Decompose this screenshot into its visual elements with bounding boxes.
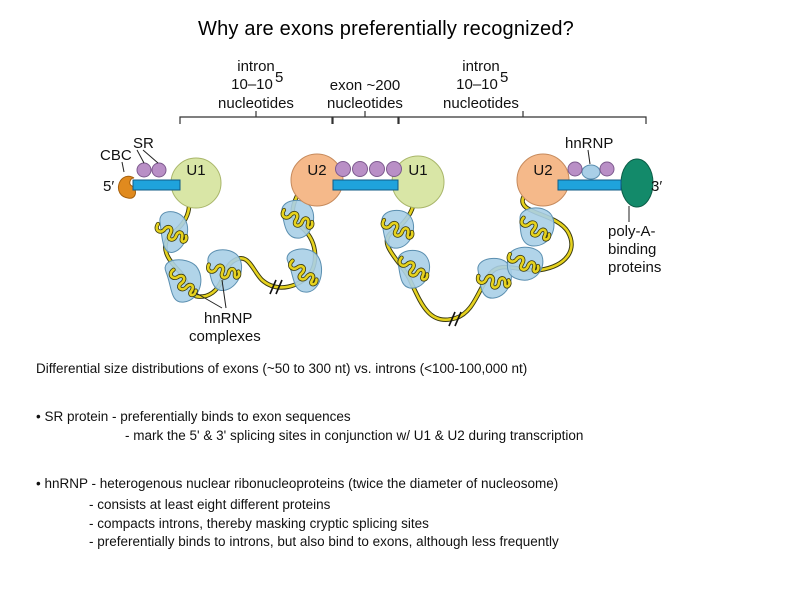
svg-text:5: 5 bbox=[500, 69, 508, 86]
svg-text:intron: intron bbox=[237, 58, 275, 75]
svg-text:10–10: 10–10 bbox=[456, 76, 498, 93]
sr-bullet: • SR protein - preferentially binds to e… bbox=[36, 409, 351, 424]
label-intron-left: intron 10–10 5 nucleotides bbox=[218, 58, 294, 112]
brackets bbox=[179, 111, 647, 124]
strand-break bbox=[269, 279, 462, 327]
polya-protein bbox=[620, 158, 654, 208]
cbc-protein bbox=[118, 175, 136, 199]
label-polya: poly-A- binding proteins bbox=[608, 223, 661, 276]
hnrnp-bullet: • hnRNP - heterogenous nuclear ribonucle… bbox=[36, 476, 559, 491]
hnrnp-sub-line: - preferentially binds to introns, but a… bbox=[89, 534, 559, 549]
svg-text:intron: intron bbox=[462, 58, 500, 75]
three-prime-label: 3′ bbox=[651, 178, 662, 195]
hnrnp-sub-line: - compacts introns, thereby masking cryp… bbox=[89, 516, 429, 531]
hnrnp-sub-line: - consists at least eight different prot… bbox=[89, 497, 331, 512]
exon-left bbox=[132, 179, 181, 191]
left-exon-unit: U1 bbox=[118, 157, 222, 209]
svg-text:U1: U1 bbox=[408, 162, 427, 179]
sr-protein bbox=[352, 161, 368, 177]
svg-text:binding: binding bbox=[608, 241, 656, 258]
right-exon-unit: U2 bbox=[516, 153, 654, 208]
sr-protein bbox=[335, 161, 351, 177]
sr-protein bbox=[369, 161, 385, 177]
hnrnp-top-label: hnRNP bbox=[565, 135, 613, 152]
svg-text:5: 5 bbox=[275, 69, 283, 86]
five-prime-label: 5′ bbox=[103, 178, 114, 195]
label-hnrnp-complexes: hnRNP complexes bbox=[189, 310, 261, 345]
sr-protein bbox=[599, 161, 615, 177]
exon-middle bbox=[332, 179, 399, 191]
svg-text:U2: U2 bbox=[533, 162, 552, 179]
svg-text:hnRNP: hnRNP bbox=[204, 310, 252, 327]
label-intron-right: intron 10–10 5 nucleotides bbox=[443, 58, 519, 112]
svg-text:proteins: proteins bbox=[608, 259, 661, 276]
svg-text:U2: U2 bbox=[307, 162, 326, 179]
intro-line: Differential size distributions of exons… bbox=[36, 361, 528, 376]
sr-sub-line: - mark the 5' & 3' splicing sites in con… bbox=[125, 428, 584, 443]
callouts bbox=[121, 149, 630, 222]
page-title: Why are exons preferentially recognized? bbox=[198, 18, 574, 40]
sr-protein bbox=[151, 162, 167, 178]
svg-text:complexes: complexes bbox=[189, 328, 261, 345]
exon-right bbox=[557, 179, 622, 191]
sr-protein bbox=[386, 161, 402, 177]
svg-text:nucleotides: nucleotides bbox=[327, 95, 403, 112]
svg-text:exon ~200: exon ~200 bbox=[330, 77, 400, 94]
svg-text:nucleotides: nucleotides bbox=[218, 95, 294, 112]
hnrnp-pointers bbox=[195, 279, 227, 309]
sr-protein bbox=[567, 161, 583, 177]
cbc-label: CBC bbox=[100, 147, 132, 164]
splicing-diagram: intron 10–10 5 nucleotides exon ~200 nuc… bbox=[100, 58, 662, 345]
svg-text:U1: U1 bbox=[186, 162, 205, 179]
svg-text:nucleotides: nucleotides bbox=[443, 95, 519, 112]
svg-text:poly-A-: poly-A- bbox=[608, 223, 656, 240]
hnrnp-small bbox=[581, 164, 601, 180]
sr-protein bbox=[136, 162, 152, 178]
label-exon-middle: exon ~200 nucleotides bbox=[327, 77, 403, 112]
svg-text:10–10: 10–10 bbox=[231, 76, 273, 93]
middle-exon-unit: U2 U1 bbox=[290, 153, 445, 209]
sr-label: SR bbox=[133, 135, 154, 152]
